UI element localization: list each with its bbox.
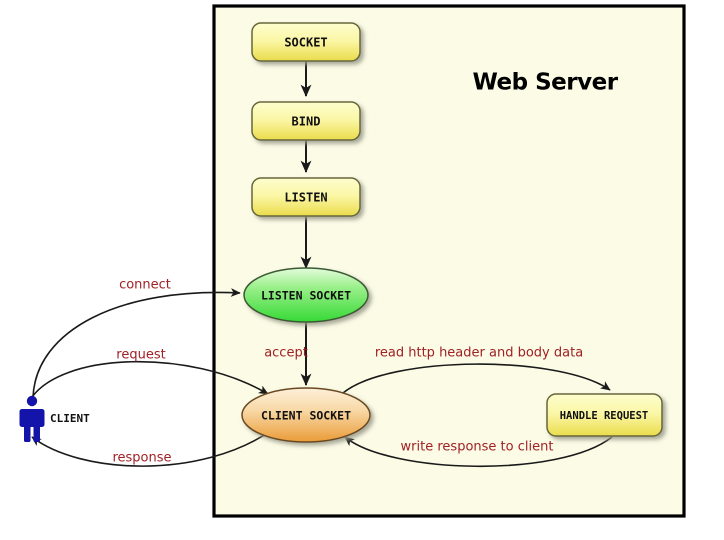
node-listen-socket-label: LISTEN SOCKET [261,289,351,303]
edge-connect [32,288,241,398]
node-listen-socket[interactable]: LISTEN SOCKET [243,267,369,323]
edge-label-write-response: write response to client [401,440,554,455]
edge-response [31,429,273,467]
node-client-socket-label: CLIENT SOCKET [261,409,351,423]
client-actor-label: CLIENT [50,412,90,425]
node-client-socket-shape [241,387,371,443]
node-socket-shape [251,22,361,62]
node-bind-label: BIND [292,115,321,129]
client-actor[interactable]: CLIENT [19,395,91,442]
edge-label-accept: accept [264,346,308,361]
node-socket[interactable]: SOCKET [251,22,361,62]
node-handle-request[interactable]: HANDLE REQUEST [546,393,663,437]
edge-request [29,360,269,401]
node-listen-label: LISTEN [284,191,327,205]
node-listen[interactable]: LISTEN [251,177,361,217]
edge-read-http [342,363,611,394]
person-icon [19,395,45,442]
node-bind-shape [251,101,361,141]
web-server-title: Web Server [472,70,618,96]
edge-write-response [344,436,613,468]
edge-label-request: request [116,348,165,363]
node-bind[interactable]: BIND [251,101,361,141]
edge-label-response: response [112,451,171,466]
edge-label-read-http: read http header and body data [375,346,583,361]
node-handle-request-label: HANDLE REQUEST [560,410,649,422]
node-socket-label: SOCKET [284,36,327,50]
node-listen-socket-shape [243,267,369,323]
node-handle-request-shape [546,393,663,437]
node-listen-shape [251,177,361,217]
node-client-socket[interactable]: CLIENT SOCKET [241,387,371,443]
edge-label-connect: connect [119,278,171,293]
